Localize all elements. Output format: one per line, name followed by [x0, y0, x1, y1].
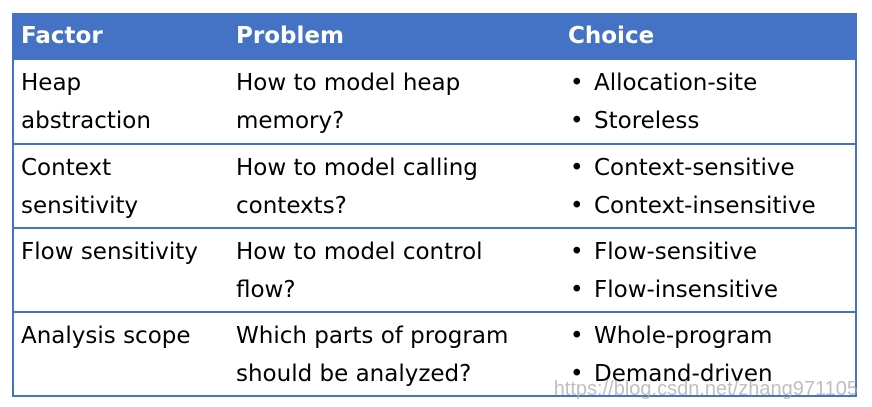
problem-cell: Which parts of program should be analyze…	[227, 312, 559, 397]
choice-list: • Allocation-site • Storeless	[568, 64, 857, 140]
choice-cell: • Context-sensitive • Context-insensitive	[559, 144, 857, 229]
problem-line: Which parts of program	[236, 323, 509, 349]
list-item: • Storeless	[568, 102, 857, 140]
problem-line: memory?	[236, 108, 345, 134]
list-item: • Flow-insensitive	[568, 271, 857, 309]
factor-line: Context	[21, 155, 112, 181]
bullet-icon: •	[570, 361, 584, 387]
table-row: Context sensitivity How to model calling…	[12, 144, 857, 229]
choice-cell: • Flow-sensitive • Flow-insensitive	[559, 228, 857, 313]
choice-text: Demand-driven	[594, 361, 773, 387]
problem-cell: How to model calling contexts?	[227, 144, 559, 229]
problem-line: contexts?	[236, 193, 347, 219]
factor-line: Analysis scope	[21, 323, 191, 349]
list-item: • Context-sensitive	[568, 149, 857, 187]
problem-cell: How to model control flow?	[227, 228, 559, 313]
problem-line: flow?	[236, 277, 296, 303]
problem-line: How to model calling	[236, 155, 478, 181]
choice-text: Flow-insensitive	[594, 277, 779, 303]
problem-line: should be analyzed?	[236, 361, 472, 387]
list-item: • Context-insensitive	[568, 187, 857, 225]
watermark-text: https://blog.csdn.net/zhang971105	[553, 378, 858, 400]
choice-text: Context-insensitive	[594, 193, 816, 219]
problem-cell: How to model heap memory?	[227, 60, 559, 145]
table-row: Heap abstraction How to model heap memor…	[12, 60, 857, 145]
bullet-icon: •	[570, 108, 584, 134]
factor-line: Heap	[21, 70, 82, 96]
list-item: • Flow-sensitive	[568, 233, 857, 271]
problem-line: How to model heap	[236, 70, 461, 96]
choice-text: Flow-sensitive	[594, 239, 758, 265]
choice-list: • Flow-sensitive • Flow-insensitive	[568, 233, 857, 309]
choice-text: Storeless	[594, 108, 700, 134]
factor-cell: Heap abstraction	[12, 60, 227, 145]
choice-list: • Whole-program • Demand-driven	[568, 317, 857, 393]
bullet-icon: •	[570, 277, 584, 303]
choice-text: Allocation-site	[594, 70, 758, 96]
choice-list: • Context-sensitive • Context-insensitive	[568, 149, 857, 225]
header-choice: Choice	[559, 13, 857, 60]
factor-line: abstraction	[21, 108, 151, 134]
bullet-icon: •	[570, 239, 584, 265]
factor-cell: Context sensitivity	[12, 144, 227, 229]
header-problem: Problem	[227, 13, 559, 60]
problem-line: How to model control	[236, 239, 483, 265]
choice-text: Whole-program	[594, 323, 773, 349]
bullet-icon: •	[570, 155, 584, 181]
bullet-icon: •	[570, 323, 584, 349]
bullet-icon: •	[570, 70, 584, 96]
choice-text: Context-sensitive	[594, 155, 795, 181]
list-item: • Allocation-site	[568, 64, 857, 102]
bullet-icon: •	[570, 193, 584, 219]
table-header-row: Factor Problem Choice	[12, 13, 857, 60]
list-item: • Whole-program	[568, 317, 857, 355]
factor-cell: Flow sensitivity	[12, 228, 227, 313]
list-item: • Demand-driven	[568, 355, 857, 393]
factor-line: Flow sensitivity	[21, 239, 198, 265]
factor-line: sensitivity	[21, 193, 139, 219]
table-row: Flow sensitivity How to model control fl…	[12, 228, 857, 313]
table-row: Analysis scope Which parts of program sh…	[12, 312, 857, 397]
choice-cell: • Allocation-site • Storeless	[559, 60, 857, 145]
factor-cell: Analysis scope	[12, 312, 227, 397]
header-factor: Factor	[12, 13, 227, 60]
choice-cell: • Whole-program • Demand-driven	[559, 312, 857, 397]
analysis-factors-table: Factor Problem Choice Heap abstraction H…	[12, 13, 857, 397]
